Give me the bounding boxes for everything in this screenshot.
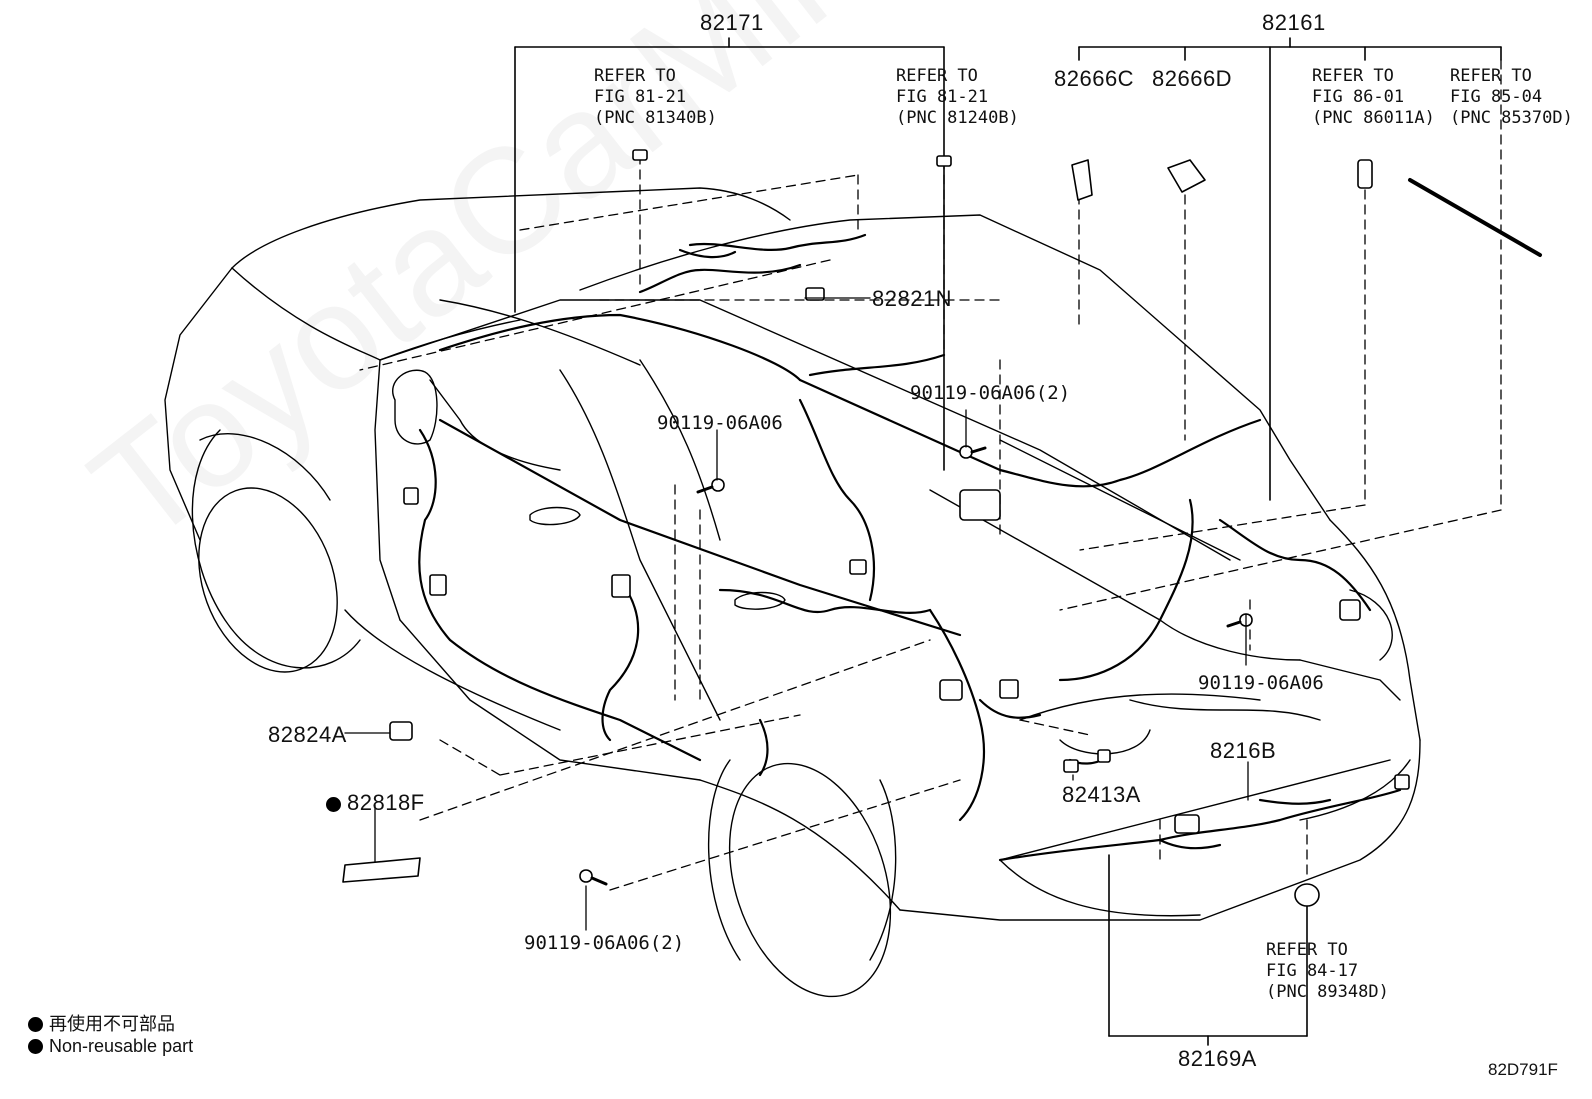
bracket-82169A <box>1108 854 1308 1046</box>
connectors <box>342 149 1542 907</box>
legend-jp: 再使用不可部品 <box>28 1010 175 1036</box>
diagram-code: 82D791F <box>1488 1060 1558 1079</box>
legend-en: Non-reusable part <box>28 1036 193 1057</box>
wire-harness <box>418 233 1402 862</box>
callout-82169A: 82169A <box>1178 1046 1257 1071</box>
non-reusable-dot-icon <box>326 797 341 812</box>
callout-90119-lower-left: 90119-06A06(2) <box>524 932 685 954</box>
callout-82171: 82171 <box>700 10 764 35</box>
dashed-leaders <box>359 59 1502 891</box>
callout-82413A: 82413A <box>1062 782 1141 807</box>
callout-leaders <box>344 297 1249 931</box>
non-reusable-dot-icon <box>28 1039 43 1054</box>
callout-8216B: 8216B <box>1210 738 1277 763</box>
bracket-82161 <box>1078 37 1502 501</box>
callout-90119-upper-right: 90119-06A06(2) <box>910 382 1071 404</box>
car-body <box>164 187 1421 998</box>
callout-82824A: 82824A <box>268 722 347 747</box>
non-reusable-dot-icon <box>28 1017 43 1032</box>
callout-82161: 82161 <box>1262 10 1326 35</box>
callout-90119-lower-right: 90119-06A06 <box>1198 672 1324 694</box>
callout-82818F: 82818F <box>326 790 425 816</box>
callout-90119-upper-left: 90119-06A06 <box>657 412 783 434</box>
callout-82666C: 82666C <box>1054 66 1135 91</box>
callout-82821N: 82821N <box>872 286 953 311</box>
callout-82666D: 82666D <box>1152 66 1233 91</box>
